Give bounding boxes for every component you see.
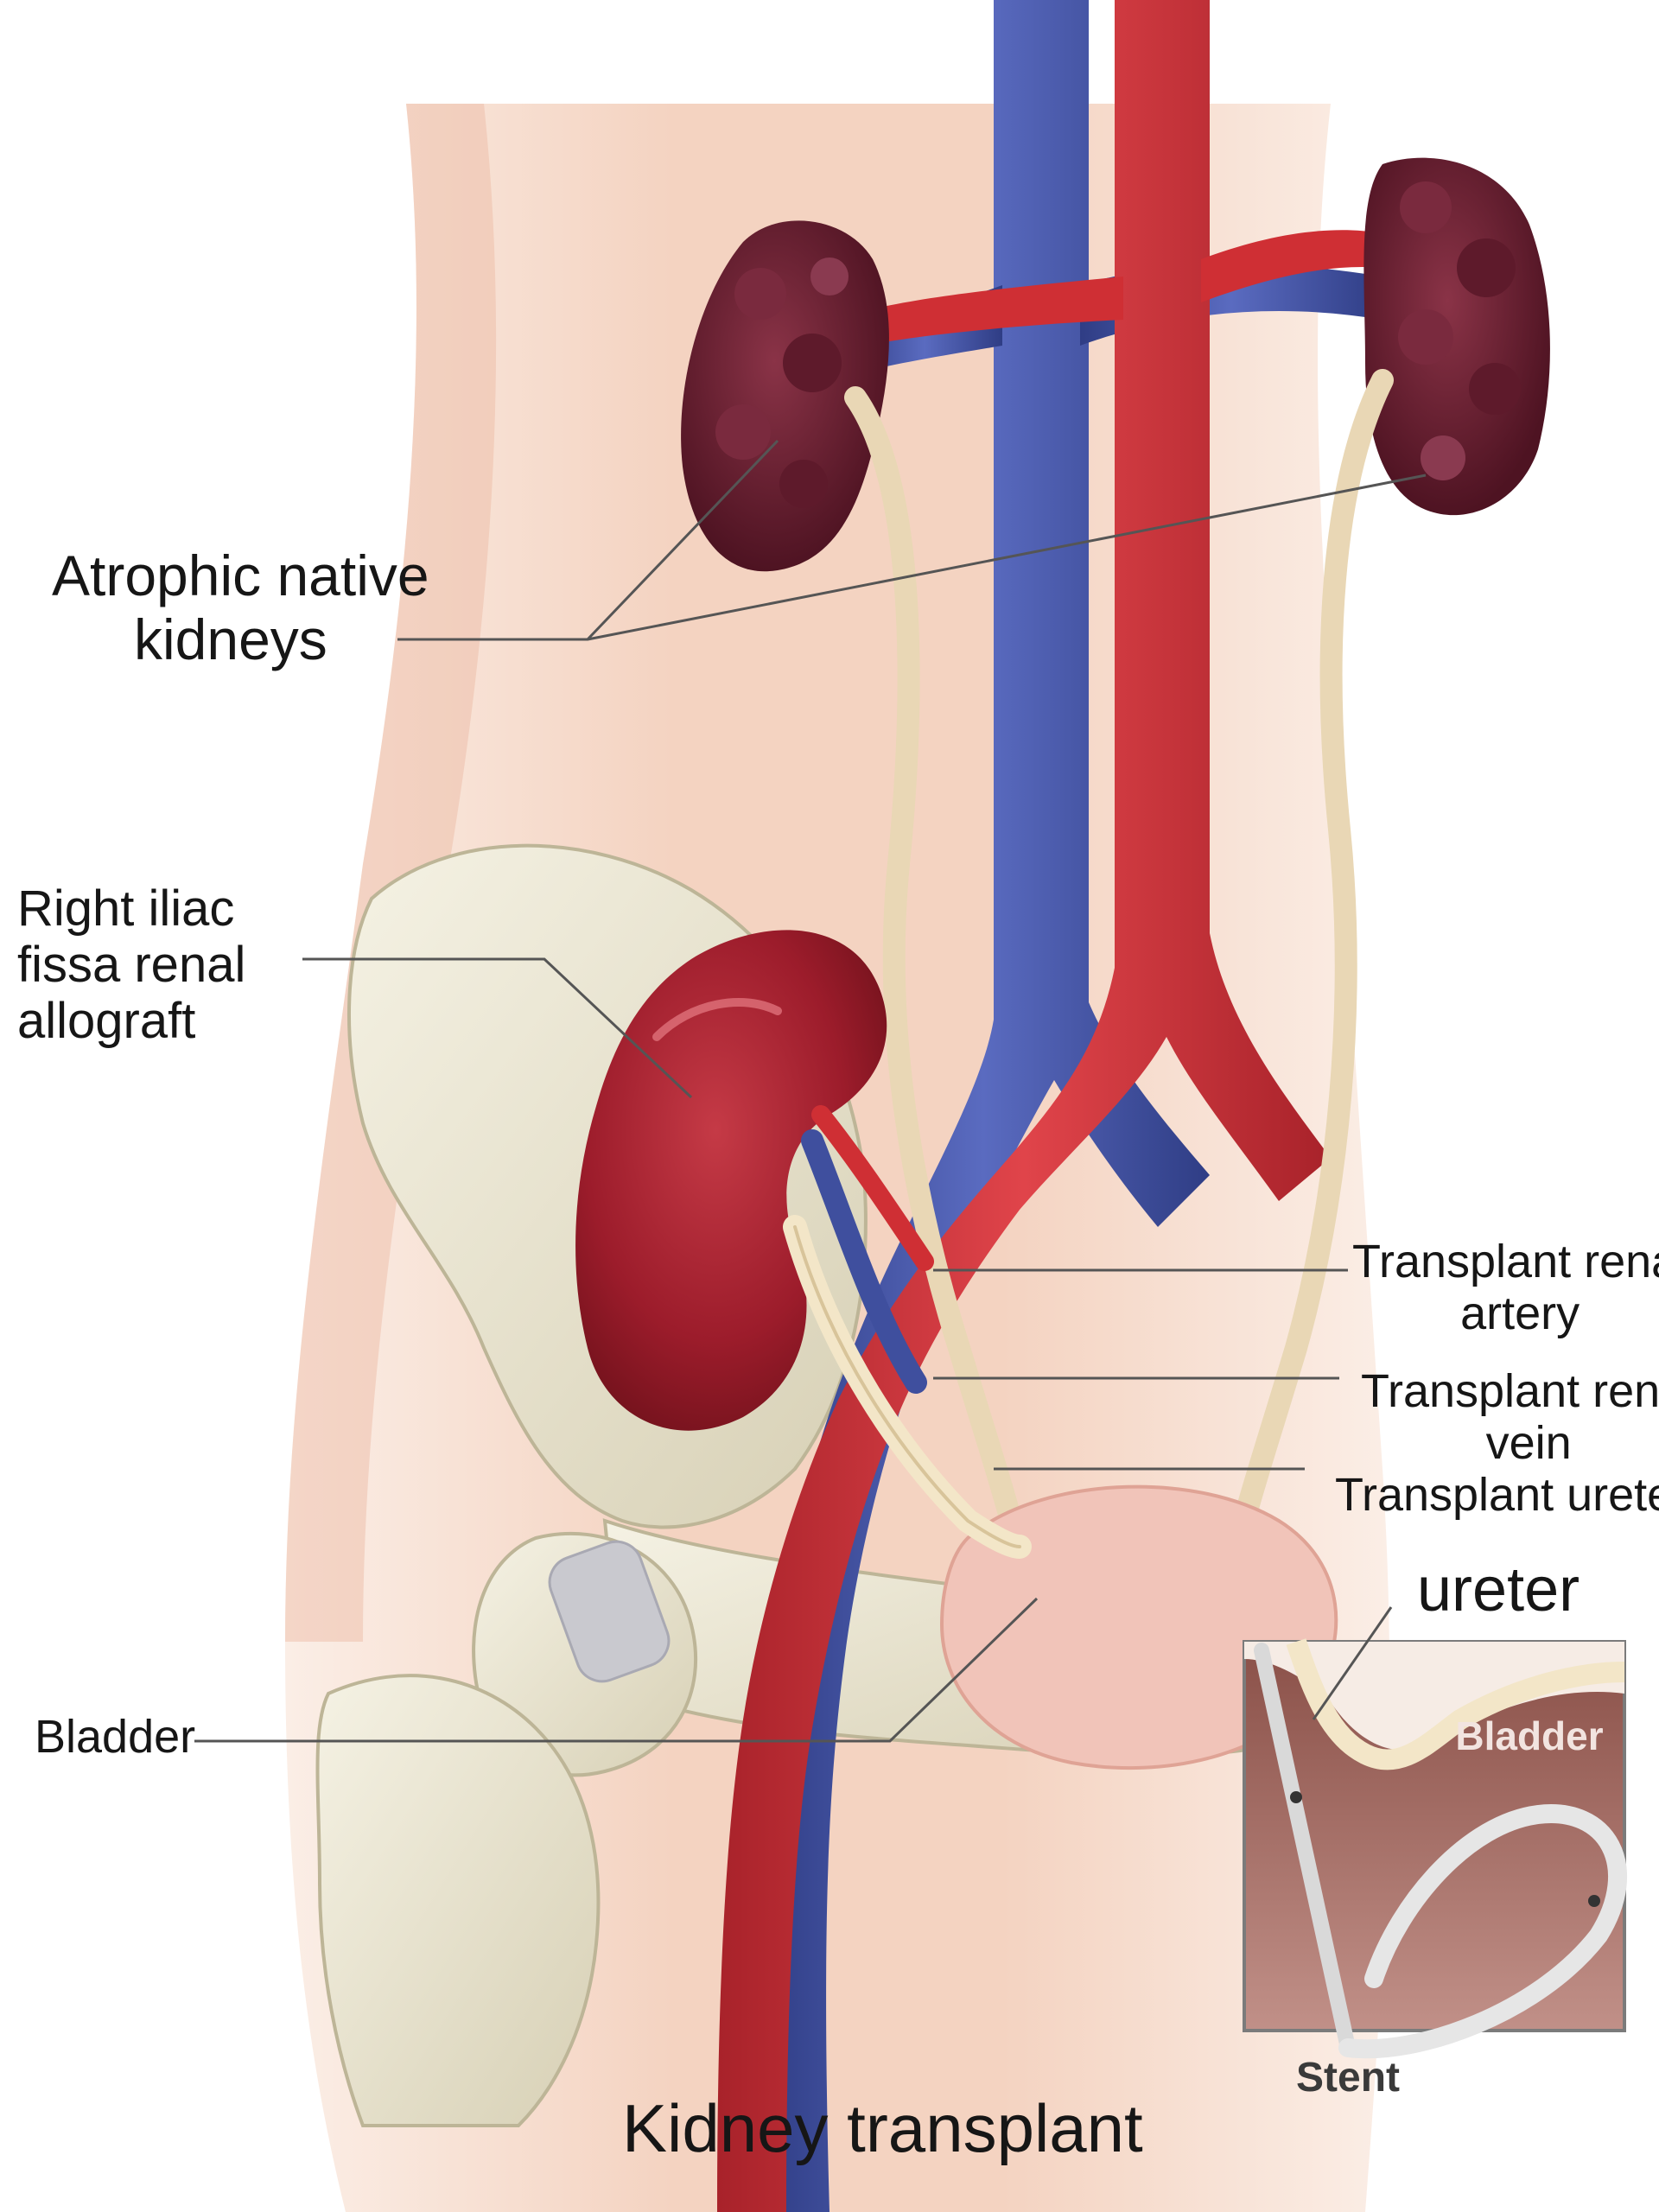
- leader-right-iliac: [302, 957, 693, 1099]
- torso-shadow-left: [285, 104, 497, 1642]
- label-transplant-ureter: Transplant ureter: [1335, 1469, 1659, 1521]
- label-atrophic-native-kidneys: Atrophic native kidneys: [52, 543, 429, 672]
- right-native-ureter: [844, 386, 1022, 1532]
- label-right-iliac-line3: allograft: [17, 992, 196, 1049]
- transplant-kidney-highlight: [652, 998, 782, 1041]
- label-transplant-renal-vein: Transplant renal vein: [1361, 1365, 1659, 1470]
- label-bladder: Bladder: [35, 1711, 196, 1763]
- transplant-renal-artery-vessel: [811, 1105, 934, 1271]
- label-transplant-vein-line1: Transplant renal: [1361, 1365, 1659, 1417]
- femur-shaft: [315, 1674, 601, 2127]
- inferior-vena-cava: [757, 0, 1210, 2212]
- label-right-iliac-line2: fissa renal: [17, 936, 246, 993]
- leader-bladder: [194, 1597, 1039, 1743]
- left-native-ureter: [1233, 369, 1394, 1532]
- transplant-renal-vein-vessel: [801, 1129, 927, 1394]
- left-native-kidney: [1363, 157, 1550, 516]
- transplant-ureter-outline: [793, 1225, 1021, 1548]
- hip-cartilage: [548, 1540, 671, 1683]
- label-atrophic-line1: Atrophic native: [52, 543, 429, 607]
- stent-inset: [1243, 1638, 1628, 2059]
- inset-bladder-label: Bladder: [1455, 1713, 1603, 1758]
- leader-ureter-inset: [1312, 1606, 1393, 1720]
- label-transplant-artery-line2: artery: [1460, 1287, 1580, 1340]
- aorta: [717, 0, 1331, 2212]
- label-right-iliac-line1: Right iliac: [17, 880, 235, 937]
- leader-atrophic-native-kidneys: [397, 439, 1427, 641]
- label-ureter: ureter: [1417, 1555, 1580, 1624]
- label-atrophic-line2: kidneys: [134, 607, 327, 671]
- leader-lines: [194, 439, 1427, 1743]
- left-renal-artery: [1201, 230, 1382, 302]
- inset-stent-label: Stent: [1296, 2055, 1400, 2101]
- caption-kidney-transplant: Kidney transplant: [622, 2090, 1143, 2166]
- label-transplant-artery-line1: Transplant renal: [1352, 1236, 1659, 1287]
- right-native-kidney: [681, 220, 889, 572]
- transplant-kidney: [575, 930, 887, 1431]
- label-right-iliac-fissa-renal-allograft: Right iliac fissa renal allograft: [17, 880, 246, 1050]
- right-renal-artery: [864, 276, 1123, 346]
- label-transplant-renal-artery: Transplant renal artery: [1352, 1236, 1659, 1340]
- label-transplant-vein-line2: vein: [1485, 1417, 1572, 1470]
